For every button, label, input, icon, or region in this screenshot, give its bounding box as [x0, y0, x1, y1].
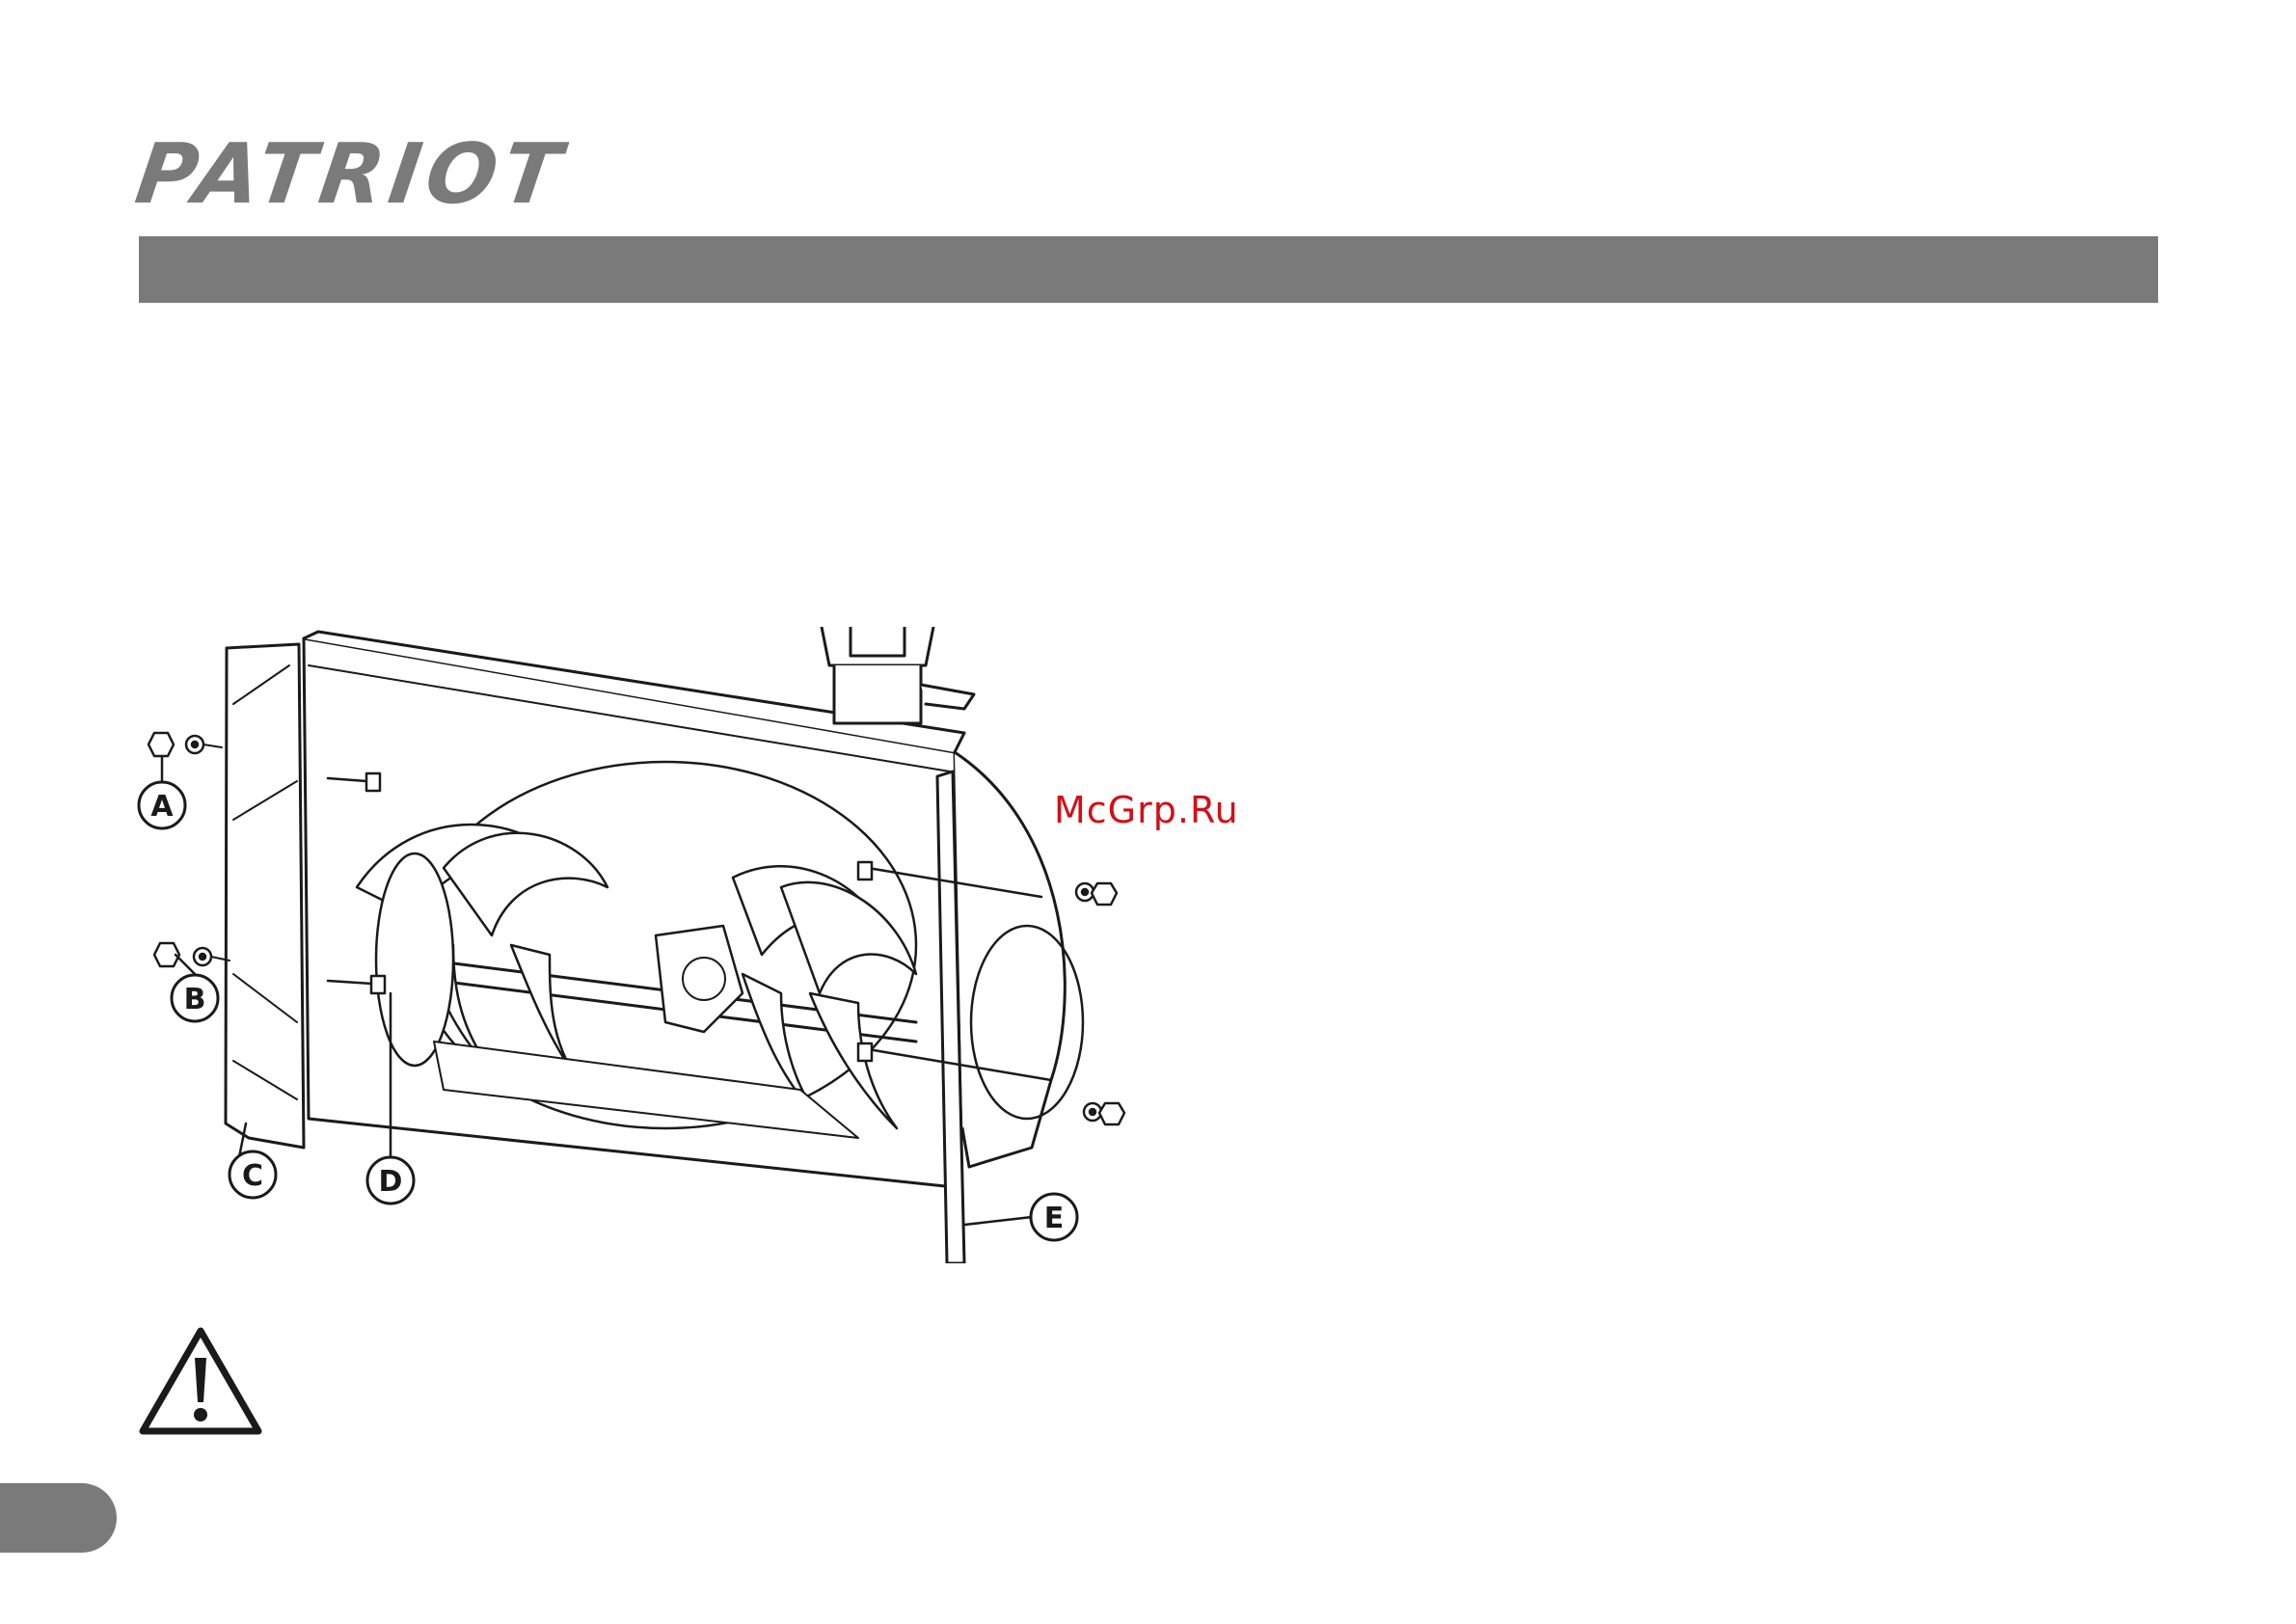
callout-a: A [139, 782, 185, 828]
callout-c: C [230, 1151, 276, 1198]
callout-b: B [172, 975, 218, 1021]
page-number-tab [0, 1483, 117, 1553]
side-plate [226, 644, 304, 1148]
chute [820, 627, 974, 723]
label-c: C [242, 1159, 263, 1193]
callout-e: E [1031, 1194, 1077, 1240]
label-e: E [1044, 1202, 1065, 1235]
warning-triangle-icon [137, 1325, 264, 1437]
callout-d: D [367, 1157, 414, 1204]
right-side-plate [955, 752, 1065, 1167]
assembly-diagram: A B C D E [125, 627, 1128, 1263]
label-a: A [150, 790, 174, 824]
label-b: B [184, 983, 206, 1016]
brand-logo: PATRIOT [131, 133, 571, 216]
watermark: McGrp.Ru [1054, 789, 1239, 831]
section-header-bar [139, 236, 2158, 303]
label-d: D [379, 1165, 403, 1199]
